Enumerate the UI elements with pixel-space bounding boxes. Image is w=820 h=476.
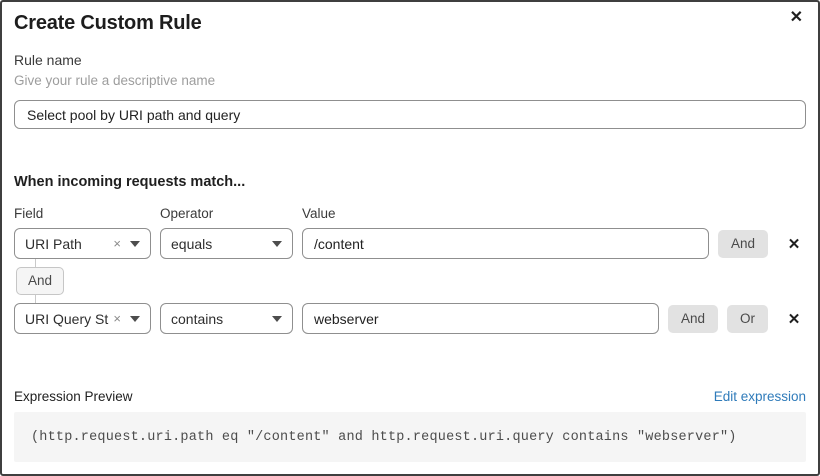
field-column-label: Field (14, 206, 44, 221)
delete-condition-icon[interactable]: ✕ (787, 235, 801, 253)
field-select-value: URI Path (25, 235, 82, 252)
chevron-down-icon (130, 240, 140, 247)
rule-name-label: Rule name (14, 52, 82, 68)
edit-expression-link[interactable]: Edit expression (713, 389, 806, 404)
operator-select-value: equals (171, 235, 213, 252)
operator-column-label: Operator (160, 206, 214, 221)
close-icon[interactable]: ✕ (789, 9, 803, 26)
delete-condition-icon[interactable]: ✕ (787, 310, 801, 328)
value-column-label: Value (302, 206, 336, 221)
operator-select[interactable]: equals (160, 228, 293, 259)
or-button[interactable]: Or (727, 304, 768, 333)
and-button[interactable]: And (717, 229, 768, 258)
condition-row: URI Query St... × contains And Or ✕ (14, 303, 806, 334)
operator-select-value: contains (171, 310, 224, 327)
match-heading: When incoming requests match... (14, 174, 246, 190)
connector-line (35, 259, 36, 267)
condition-column-labels: Field Operator Value (14, 206, 806, 221)
connector-line (35, 295, 36, 303)
expression-code-block: (http.request.uri.path eq "/content" and… (14, 412, 806, 462)
clear-field-icon[interactable]: × (113, 311, 121, 326)
field-select[interactable]: URI Query St... × (14, 303, 151, 334)
value-input[interactable] (302, 303, 659, 334)
clear-field-icon[interactable]: × (113, 236, 121, 251)
rule-name-input[interactable] (14, 100, 806, 129)
expression-preview-label: Expression Preview (14, 389, 133, 404)
and-button[interactable]: And (667, 304, 718, 333)
field-select-value: URI Query St... (25, 310, 109, 327)
operator-select[interactable]: contains (160, 303, 293, 334)
field-select[interactable]: URI Path × (14, 228, 151, 259)
expression-preview-header: Expression Preview Edit expression (14, 389, 806, 405)
value-input[interactable] (302, 228, 709, 259)
condition-row: URI Path × equals And ✕ (14, 228, 806, 259)
chevron-down-icon (272, 315, 282, 322)
rule-name-hint: Give your rule a descriptive name (14, 73, 216, 88)
dialog-title: Create Custom Rule (14, 12, 202, 34)
chevron-down-icon (272, 240, 282, 247)
chevron-down-icon (130, 315, 140, 322)
connector-and-badge: And (16, 267, 65, 295)
